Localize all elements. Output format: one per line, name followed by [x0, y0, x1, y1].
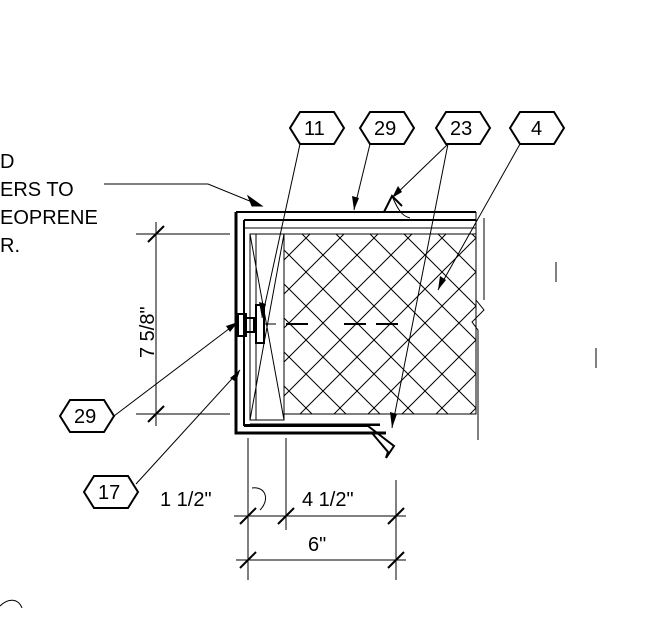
- dimension-4-1-2: 4 1/2": [302, 489, 354, 511]
- svg-text:29: 29: [374, 118, 396, 140]
- tag-17: 17: [82, 475, 140, 509]
- note-leader: [104, 183, 264, 207]
- top-flashing: [358, 194, 411, 219]
- bottom-drip-flashing: [244, 425, 396, 459]
- svg-text:17: 17: [98, 482, 120, 504]
- svg-text:4: 4: [531, 118, 542, 140]
- tag-4: 4: [508, 111, 566, 145]
- horizontal-dimensions: [234, 438, 406, 580]
- note-line-3: EOPRENE: [0, 207, 98, 229]
- dimension-1-1-2: 1 1/2": [160, 489, 212, 511]
- dimension-6: 6": [308, 534, 326, 556]
- vertical-dimension-label: 7 5/8": [137, 306, 159, 358]
- tag-11: 11: [288, 111, 346, 145]
- vertical-dimension: [136, 222, 230, 426]
- callout-note: D ERS TO EOPRENE R.: [0, 151, 98, 257]
- leader-lines: [113, 143, 521, 485]
- svg-text:11: 11: [304, 118, 325, 140]
- note-line-2: ERS TO: [0, 179, 74, 201]
- tag-23: 23: [434, 111, 492, 145]
- note-line-4: R.: [0, 235, 20, 257]
- svg-text:23: 23: [450, 118, 472, 140]
- svg-text:29: 29: [74, 406, 96, 428]
- tag-29-left: 29: [58, 399, 116, 433]
- tag-29-top: 29: [358, 111, 416, 145]
- note-line-1: D: [0, 151, 14, 173]
